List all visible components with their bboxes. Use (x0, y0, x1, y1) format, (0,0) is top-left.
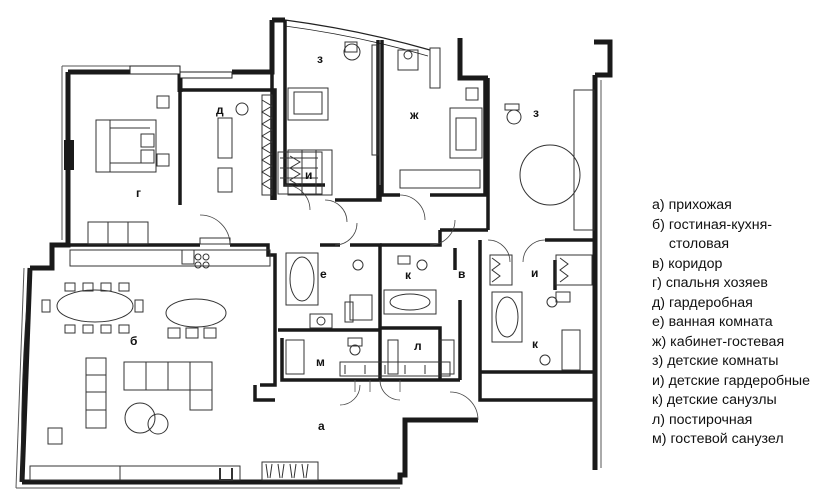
room-label-e: е (320, 267, 327, 281)
walk-in-wardrobe (217, 94, 273, 196)
legend-text: гардеробная (668, 294, 753, 311)
legend-text: гостиная-кухня-столовая (668, 216, 773, 253)
legend-text: гостевой санузел (670, 431, 784, 447)
legend-item: в) коридор (652, 255, 832, 275)
room-label-zh: ж (409, 108, 419, 122)
room-labels: а б в г д е ж з з и и к к л м (130, 52, 539, 433)
legend-text: детские комнаты (667, 353, 779, 369)
legend-item: ж) кабинет-гостевая (652, 333, 832, 353)
legend-item: а) прихожая (652, 196, 832, 216)
room-label-a: а (318, 419, 325, 433)
curved-window (284, 19, 431, 51)
legend-key: и) (652, 372, 665, 389)
kids-bathroom-1 (383, 255, 437, 315)
master-bedroom-furniture (87, 95, 231, 245)
legend-key: д) (652, 294, 666, 311)
interior-walls (68, 20, 595, 402)
legend-text: ванная комната (668, 314, 773, 330)
apartment-floor-plan: а б в г д е ж з з и и к к л м (15, 17, 613, 489)
room-label-k2: к (532, 337, 539, 351)
room-label-i1: и (305, 168, 312, 182)
guest-wc-fixtures (285, 337, 451, 377)
legend-item: з) детские комнаты (652, 352, 832, 372)
room-label-l: л (414, 339, 422, 353)
bathroom-fixtures (285, 252, 373, 329)
legend-key: м) (652, 431, 667, 447)
room-label-z2: з (533, 106, 539, 120)
room-label-z1: з (317, 52, 323, 66)
legend-text: спальня хозяев (665, 275, 768, 291)
legend-key: б) (652, 216, 665, 233)
legend-item: м) гостевой санузел (652, 430, 832, 450)
legend-text: прихожая (668, 197, 732, 213)
legend-key: к) (652, 392, 663, 408)
legend-text: постирочная (668, 411, 753, 428)
legend-key: ж) (652, 333, 667, 350)
room-label-v: в (458, 267, 465, 281)
laundry-fixtures (387, 339, 455, 375)
legend-text: коридор (668, 255, 723, 272)
kids-room-left-furniture (287, 41, 379, 196)
legend-item: л) постирочная (652, 411, 832, 431)
room-label-m: м (316, 355, 325, 369)
kids-room-right-furniture (504, 89, 595, 231)
legend-item: б) гостиная-кухня-столовая (652, 216, 832, 255)
legend-item: е) ванная комната (652, 313, 832, 333)
kids-wardrobes (277, 151, 593, 286)
room-label-k1: к (405, 268, 412, 282)
legend-key: л) (652, 411, 666, 428)
living-dining-furniture (29, 249, 319, 481)
legend-item: д) гардеробная (652, 294, 832, 314)
kids-bathroom-2 (491, 291, 581, 371)
legend-key: е) (652, 314, 665, 330)
room-label-b: б (130, 334, 137, 348)
legend-item: к) детские санузлы (652, 391, 832, 411)
legend-key: г) (652, 275, 662, 291)
study-furniture (397, 47, 483, 189)
room-label-d: д (216, 103, 224, 117)
room-label-g: г (136, 186, 141, 200)
exterior-walls (19, 17, 613, 485)
legend-key: в) (652, 255, 665, 272)
legend-item: г) спальня хозяев (652, 274, 832, 294)
legend-text: детские санузлы (666, 392, 777, 408)
legend-item: и) детские гардеробные (652, 372, 832, 392)
legend-key: з) (652, 353, 664, 369)
legend-key: а) (652, 197, 665, 213)
room-label-i2: и (531, 266, 538, 280)
legend-text: кабинет-гостевая (670, 333, 785, 350)
legend-text: детские гардеробные (668, 372, 811, 389)
